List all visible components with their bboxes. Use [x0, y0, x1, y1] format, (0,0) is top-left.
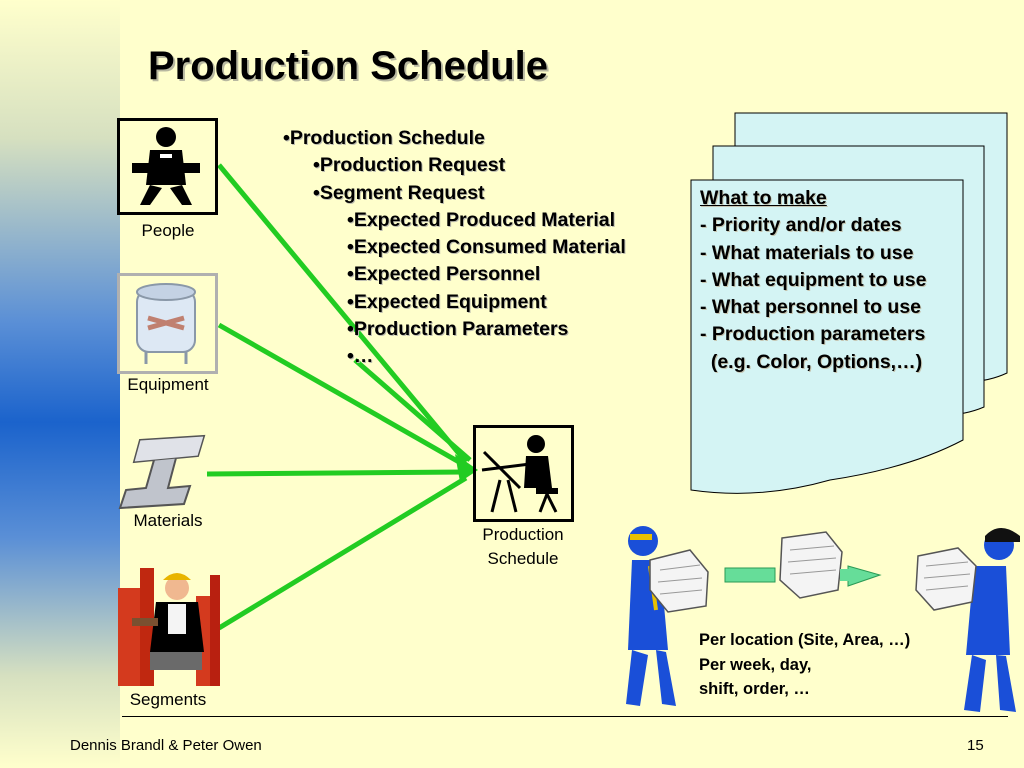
bullet-item: Expected Personnel	[283, 263, 626, 290]
per-location-line1: Per location (Site, Area, …)	[699, 631, 911, 649]
i-beam-icon	[118, 434, 206, 510]
document-line: - Production parameters	[700, 323, 926, 346]
bullet-item: Segment Request	[283, 182, 626, 209]
document-line: - What personnel to use	[700, 296, 922, 319]
worker-carrying-icon	[132, 127, 200, 205]
arrow-equipment	[217, 322, 468, 469]
per-location-line2: Per week, day,	[699, 655, 812, 674]
people-icon-frame	[117, 118, 218, 215]
label-people: People	[141, 221, 195, 240]
document-line: - Priority and/or dates	[700, 214, 902, 237]
document-stack	[690, 112, 1008, 494]
paper-stack-icon	[779, 531, 843, 599]
footer-divider	[122, 716, 1008, 717]
footer-authors: Dennis Brandl & Peter Owen	[70, 737, 262, 754]
production-schedule-icon-frame	[473, 425, 574, 522]
builder-icon	[118, 568, 220, 686]
document-front	[690, 179, 964, 494]
document-text: What to make - Priority and/or dates - W…	[700, 185, 926, 376]
bullet-item: Production Request	[283, 154, 626, 181]
tank-icon	[136, 283, 196, 364]
arrow-segments	[217, 475, 468, 631]
arrow-head-icon	[455, 454, 478, 482]
label-equipment: Equipment	[127, 375, 209, 394]
label-materials: Materials	[133, 511, 203, 530]
arrow-materials	[206, 469, 467, 477]
label-production-schedule: Production Schedule	[458, 523, 588, 571]
bullet-item: Expected Equipment	[283, 291, 626, 318]
label-production-line1: Production	[482, 525, 564, 544]
equipment-icon-frame	[117, 273, 218, 374]
label-segments: Segments	[129, 690, 207, 709]
left-gradient-bar	[0, 0, 120, 768]
bullet-item: Expected Consumed Material	[283, 236, 626, 263]
arrow-bullets	[353, 358, 472, 462]
bullet-list: Production Schedule Production Request S…	[283, 127, 626, 373]
handoff-arrow	[724, 565, 882, 587]
document-line: - What equipment to use	[700, 268, 927, 291]
worker-left-icon	[626, 526, 709, 706]
document-heading: What to make	[700, 187, 827, 209]
per-location-line3: shift, order, …	[699, 680, 810, 698]
document-line: (e.g. Color, Options,…)	[700, 350, 923, 373]
page-number: 15	[967, 737, 984, 754]
document-line: - What materials to use	[700, 241, 914, 264]
label-production-line2: Schedule	[487, 549, 559, 568]
slide-title: Production Schedule	[148, 44, 549, 88]
per-location-text: Per location (Site, Area, …) Per week, d…	[699, 628, 910, 702]
bullet-item: …	[283, 345, 626, 372]
bullet-item: Expected Produced Material	[283, 209, 626, 236]
bullet-item: Production Parameters	[283, 318, 626, 345]
worker-right-icon	[915, 528, 1020, 712]
drafter-icon	[481, 435, 558, 513]
bullet-item: Production Schedule	[283, 127, 626, 154]
